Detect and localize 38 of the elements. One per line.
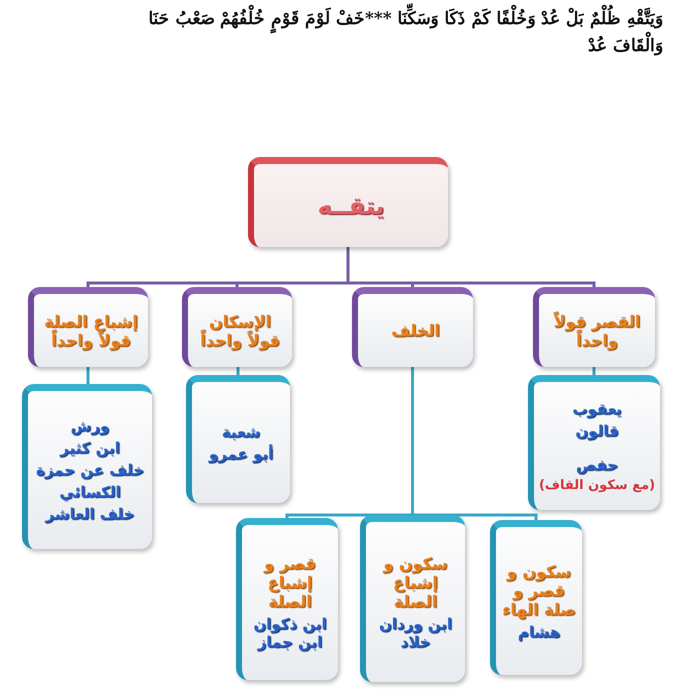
names-text: ابن ذكوان ابن جماز	[252, 615, 328, 651]
heading-text: سكون و إشباع الصلة	[382, 554, 449, 610]
heading-text: إشباع الصلة قولاً واحداً	[43, 312, 139, 350]
category-box	[528, 375, 660, 510]
heading-text: قصر و إشباع الصلة	[262, 554, 317, 611]
names-text: الكسائي	[59, 483, 121, 501]
category-box	[360, 515, 465, 682]
names-text: ابن كثير	[60, 439, 120, 457]
heading-text: الخلف	[391, 321, 440, 340]
connector-line	[86, 367, 90, 384]
names-text: أبو عمرو	[208, 444, 274, 462]
category-box	[28, 287, 148, 367]
category-box	[236, 518, 338, 680]
root-label: يتقــه	[317, 192, 385, 220]
names-text: شعبة	[222, 422, 260, 440]
names-text: يعقوب	[572, 400, 622, 418]
category-box	[182, 287, 292, 367]
category-box	[352, 287, 473, 367]
category-box	[186, 375, 290, 503]
names-text: خلف عن حمزة	[36, 461, 144, 479]
connector-line	[236, 367, 240, 375]
heading-text: الإسكان قولاً واحداً	[199, 312, 281, 350]
names-text: ابن وردان خلاد	[378, 614, 454, 650]
connector-line	[592, 367, 596, 375]
category-box	[533, 287, 655, 367]
connector-line	[286, 367, 414, 518]
names-text: حفص	[576, 456, 618, 474]
heading-text: سكون و قصر و صلة الهاء	[501, 562, 577, 618]
names-text: قالون	[575, 422, 619, 440]
category-box	[490, 520, 582, 675]
category-box	[22, 384, 152, 549]
names-text: (مع سكون القاف)	[538, 478, 656, 492]
heading-text: القصر قولاً واحداً	[552, 312, 642, 350]
names-text: ورش	[70, 417, 110, 435]
names-text: هشام	[518, 622, 560, 640]
connector-line	[86, 247, 350, 287]
names-text: خلف العاشر	[46, 505, 134, 523]
root-box	[248, 157, 448, 247]
